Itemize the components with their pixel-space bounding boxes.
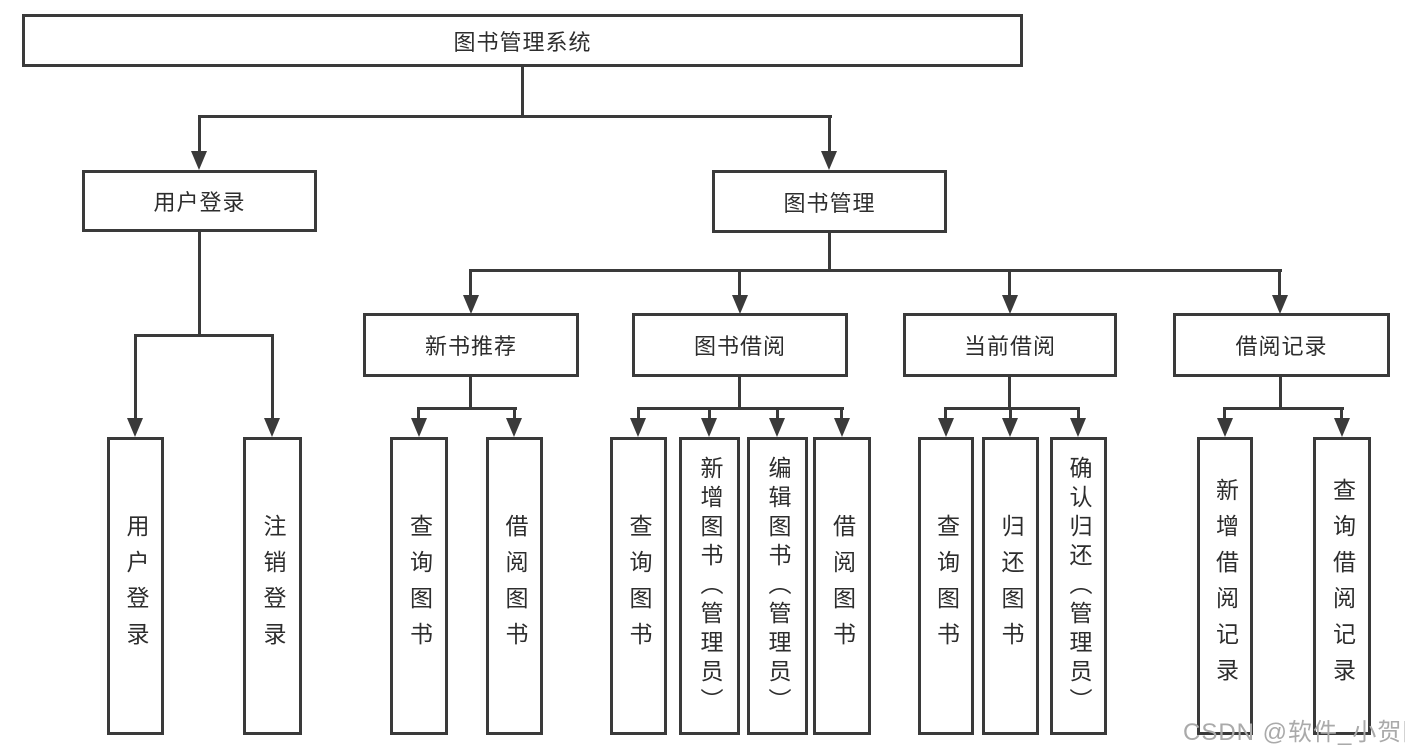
- leaf-label: 编辑图书（管理员）: [765, 455, 791, 717]
- node-user-login: 用户登录: [82, 170, 317, 232]
- node-book-management: 图书管理: [712, 170, 947, 233]
- connector-to-new-books: [469, 272, 472, 298]
- arrowhead-leaf-logout: [264, 418, 280, 437]
- connector-to-borrow-records: [1278, 272, 1281, 298]
- arrowhead-leaf: [769, 418, 785, 437]
- connector-leaf-stem: [1009, 410, 1012, 421]
- leaf-user-login: 用户登录: [107, 437, 164, 735]
- arrowhead-leaf: [1217, 418, 1233, 437]
- connector-new-books-branch: [417, 407, 517, 410]
- connector-leaf-stem: [776, 410, 779, 421]
- arrowhead-new-books: [463, 295, 479, 314]
- arrowhead-leaf: [701, 418, 717, 437]
- arrowhead-leaf: [506, 418, 522, 437]
- connector-user-login-branch: [134, 334, 274, 337]
- arrowhead-book-borrow: [732, 295, 748, 314]
- node-label: 新书推荐: [424, 334, 517, 359]
- node-label: 当前借阅: [963, 334, 1056, 359]
- arrowhead-leaf: [1002, 418, 1018, 437]
- node-current-borrowing: 当前借阅: [903, 313, 1117, 377]
- leaf-logout: 注销登录: [243, 437, 302, 735]
- arrowhead-leaf: [1070, 418, 1086, 437]
- connector-current-borrow-stem: [1008, 377, 1011, 408]
- connector-leaf-stem: [637, 410, 640, 421]
- node-label: 用户登录: [153, 190, 246, 215]
- leaf-label: 新增借阅记录: [1212, 478, 1239, 694]
- leaf-label: 归还图书: [998, 514, 1024, 658]
- arrowhead-user-login: [191, 151, 207, 170]
- connector-leaf-stem: [1223, 410, 1226, 421]
- connector-leaf-stem: [1077, 410, 1080, 421]
- leaf-label: 确认归还（管理员）: [1066, 455, 1092, 717]
- connector-leaf-stem: [513, 410, 516, 421]
- arrowhead-leaf: [411, 418, 427, 437]
- connector-borrow-records-branch: [1223, 407, 1344, 410]
- arrowhead-leaf: [1334, 418, 1350, 437]
- connector-current-borrow-branch: [944, 407, 1080, 410]
- leaf-label: 借阅图书: [502, 514, 528, 658]
- arrowhead-current-borrow: [1002, 295, 1018, 314]
- connector-leaf-stem: [417, 410, 420, 421]
- connector-to-book-borrow: [738, 272, 741, 298]
- csdn-watermark: CSDN @软件_小贺同学: [1183, 719, 1405, 746]
- connector-to-book-mgmt: [828, 118, 831, 154]
- node-new-book-recommend: 新书推荐: [363, 313, 579, 377]
- leaf-query-borrow-record: 查询借阅记录: [1313, 437, 1371, 735]
- leaf-return-books: 归还图书: [982, 437, 1039, 735]
- connector-leaf-stem: [944, 410, 947, 421]
- leaf-add-books-admin: 新增图书（管理员）: [679, 437, 740, 735]
- leaf-borrow-books: 借阅图书: [813, 437, 871, 735]
- node-book-borrowing: 图书借阅: [632, 313, 848, 377]
- connector-borrow-records-stem: [1279, 377, 1282, 408]
- node-label: 图书借阅: [693, 334, 786, 359]
- node-library-management-system: 图书管理系统: [22, 14, 1023, 67]
- leaf-label: 用户登录: [123, 514, 149, 658]
- leaf-confirm-return-admin: 确认归还（管理员）: [1050, 437, 1107, 735]
- leaf-label: 查询图书: [406, 514, 433, 658]
- leaf-label: 查询借阅记录: [1329, 478, 1356, 694]
- node-borrow-records: 借阅记录: [1173, 313, 1390, 377]
- connector-book-mgmt-branch: [469, 269, 1282, 272]
- leaf-add-borrow-record: 新增借阅记录: [1197, 437, 1253, 735]
- connector-to-leaf-login: [134, 337, 137, 419]
- node-label: 借阅记录: [1235, 334, 1328, 359]
- leaf-edit-books-admin: 编辑图书（管理员）: [747, 437, 808, 735]
- leaf-query-books-current: 查询图书: [918, 437, 974, 735]
- connector-leaf-stem: [1340, 410, 1343, 421]
- leaf-query-books-borrow: 查询图书: [610, 437, 667, 735]
- connector-book-mgmt-stem: [828, 233, 831, 269]
- connector-leaf-stem: [840, 410, 843, 421]
- connector-to-user-login: [198, 118, 201, 154]
- arrowhead-book-mgmt: [821, 151, 837, 170]
- arrowhead-leaf-login: [127, 418, 143, 437]
- connector-to-current-borrow: [1008, 272, 1011, 298]
- node-label: 图书管理系统: [453, 29, 592, 55]
- connector-leaf-stem: [708, 410, 711, 421]
- leaf-label: 查询图书: [933, 514, 960, 658]
- node-label: 图书管理: [783, 190, 876, 216]
- connector-to-leaf-logout: [271, 337, 274, 419]
- leaf-borrow-books-recommend: 借阅图书: [486, 437, 543, 735]
- arrowhead-leaf: [834, 418, 850, 437]
- leaf-label: 注销登录: [260, 514, 286, 658]
- arrowhead-leaf: [938, 418, 954, 437]
- connector-new-books-stem: [469, 377, 472, 408]
- connector-book-borrow-branch: [637, 407, 844, 410]
- connector-book-borrow-stem: [738, 377, 741, 408]
- leaf-label: 借阅图书: [829, 514, 856, 658]
- connector-root-stem: [521, 67, 524, 117]
- arrowhead-leaf: [630, 418, 646, 437]
- connector-root-branch: [198, 115, 832, 118]
- leaf-label: 查询图书: [626, 514, 652, 658]
- arrowhead-borrow-records: [1272, 295, 1288, 314]
- connector-user-login-stem: [198, 232, 201, 334]
- leaf-label: 新增图书（管理员）: [697, 455, 723, 717]
- leaf-query-books-recommend: 查询图书: [390, 437, 448, 735]
